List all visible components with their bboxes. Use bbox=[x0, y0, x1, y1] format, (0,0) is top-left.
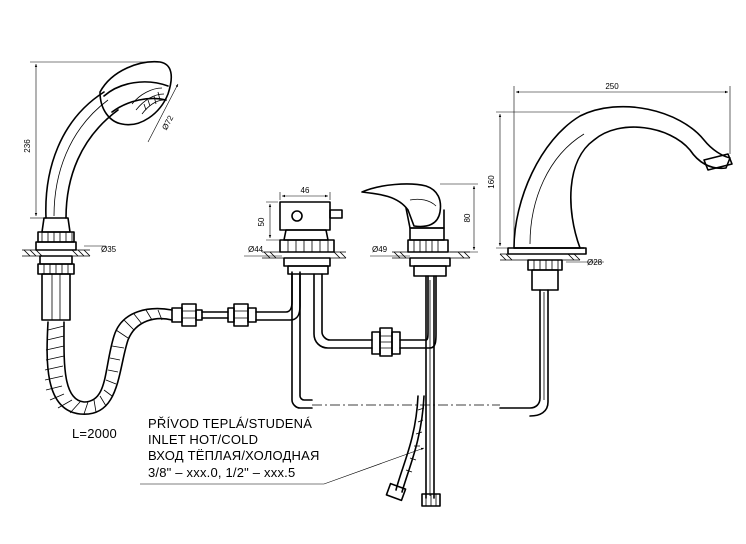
inlet-label-cz: PŘÍVOD TEPLÁ/STUDENÁ bbox=[148, 416, 312, 431]
hand-shower bbox=[22, 60, 173, 321]
dim-mixer-height bbox=[440, 183, 478, 253]
dim-shower-height-text: 236 bbox=[23, 139, 32, 153]
dim-head-dia bbox=[147, 83, 179, 143]
dim-spout-length bbox=[513, 86, 731, 240]
dim-valve-base-text: Ø44 bbox=[248, 245, 264, 254]
hose-connector-1 bbox=[171, 303, 229, 327]
crossover-connector bbox=[371, 275, 437, 357]
mixer-valve bbox=[361, 183, 471, 507]
inlet-label-ru: ВХОД ТЁПЛАЯ/ХОЛОДНАЯ bbox=[148, 448, 320, 463]
hose-connector-2 bbox=[227, 271, 301, 327]
shower-hose bbox=[44, 307, 173, 415]
dim-spout-height-text: 160 bbox=[487, 175, 496, 189]
dim-valve-height bbox=[266, 201, 282, 241]
dim-spout-base-text: Ø28 bbox=[587, 258, 603, 267]
diverter-valve bbox=[262, 201, 373, 409]
dim-valve-width-text: 46 bbox=[301, 186, 310, 195]
dim-shower-base-text: Ø35 bbox=[101, 245, 117, 254]
dim-mixer-height-text: 80 bbox=[463, 213, 472, 222]
shower-nozzle-grid bbox=[131, 87, 165, 115]
dim-valve-height-text: 50 bbox=[257, 217, 266, 226]
bath-spout bbox=[499, 105, 733, 417]
inlet-leader-line bbox=[140, 447, 425, 485]
inlet-label-sizes: 3/8" – xxx.0, 1/2" – xxx.5 bbox=[148, 465, 295, 480]
dim-head-dia-text: Ø72 bbox=[160, 114, 175, 132]
hose-length-label: L=2000 bbox=[72, 426, 117, 441]
dim-spout-length-text: 250 bbox=[605, 82, 619, 91]
dim-valve-width bbox=[279, 192, 331, 200]
dim-spout-height bbox=[496, 111, 580, 249]
inlet-label-en: INLET HOT/COLD bbox=[148, 432, 258, 447]
dim-shower-height bbox=[30, 61, 150, 219]
dim-mixer-base-text: Ø49 bbox=[372, 245, 388, 254]
